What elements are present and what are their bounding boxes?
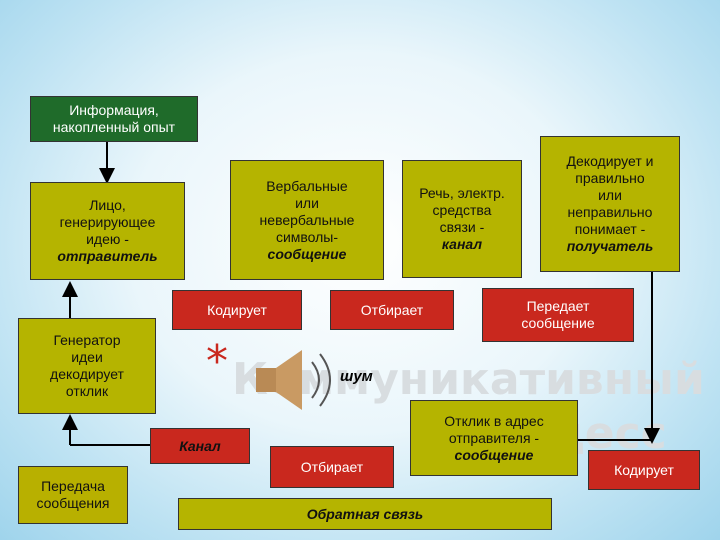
symbols-box: Вербальные или невербальные символы- соо… [230,160,384,280]
response-text: Отклик в адрес отправителя - [444,412,544,446]
feedback-box: Обратная связь [178,498,552,530]
encodes-bottom-box: Кодирует [588,450,700,490]
response-box: Отклик в адрес отправителя - сообщение [410,400,578,476]
channel-box: Речь, электр. средства связи - канал [402,160,522,278]
transmits-box: Передает сообщение [482,288,634,342]
channel-text: Речь, электр. средства связи - [419,185,505,235]
symbols-role: сообщение [267,245,347,262]
info-box: Информация, накопленный опыт [30,96,198,142]
channel-bottom-box: Канал [150,428,250,464]
generator-box: Генератор идеи декодирует отклик [18,318,156,414]
selects-box: Отбирает [330,290,454,330]
symbols-text: Вербальные или невербальные символы- [259,177,355,245]
receiver-role: получатель [566,238,654,254]
sender-box: Лицо, генерирующее идею - отправитель [30,182,185,280]
noise-label: шум [340,368,373,385]
response-role: сообщение [454,446,534,463]
receiver-box: Декодирует и правильно или неправильно п… [540,136,680,272]
encodes-box: Кодирует [172,290,302,330]
sender-text: Лицо, генерирующее идею - [59,197,156,247]
channel-role: канал [441,236,483,252]
selects-bottom-box: Отбирает [270,446,394,488]
transmission-box: Передача сообщения [18,466,128,524]
speaker-icon: шум [250,346,373,414]
sender-role: отправитель [57,248,158,264]
slide-title-line1: Коммуникативный [232,354,705,405]
title-asterisk: * [206,336,228,387]
receiver-text: Декодирует и правильно или неправильно п… [566,153,654,237]
